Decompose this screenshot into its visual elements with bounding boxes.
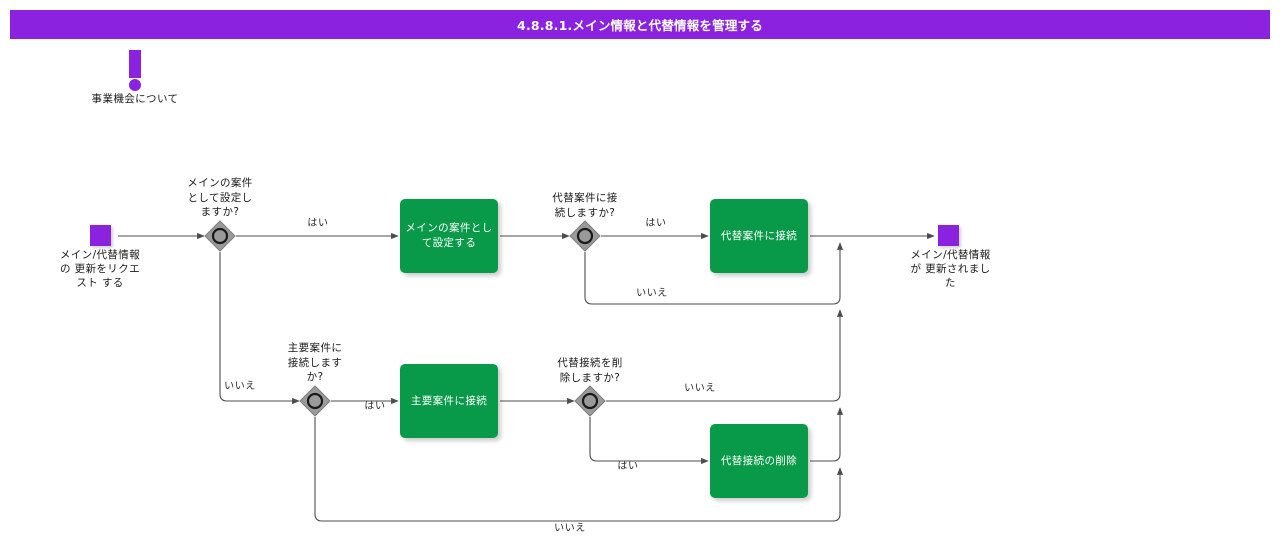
page-title-bar: 4.8.8.1.メイン情報と代替情報を管理する <box>10 10 1270 39</box>
task-connect-alternative-case[interactable]: 代替案件に接続 <box>710 199 808 273</box>
edge-gateway4-yes-to-task4 <box>589 417 709 465</box>
task-connect-primary-case[interactable]: 主要案件に接続 <box>400 364 498 438</box>
gateway-4-inclusive-icon[interactable] <box>573 384 607 418</box>
task-set-as-main-case[interactable]: メインの案件とし て設定する <box>400 199 498 273</box>
end-event-label: メイン/代替情報 が 更新されまし た <box>910 249 991 289</box>
edge-label-gateway1-no: いいえ <box>224 381 256 392</box>
edge-label-gateway4-yes: はい <box>617 461 639 472</box>
edge-task4-merge <box>810 407 844 462</box>
start-event-icon[interactable] <box>90 225 111 246</box>
edge-gateway3-no-merge <box>314 417 844 522</box>
task-4-label: 代替接続の削除 <box>720 454 798 467</box>
end-event-icon[interactable] <box>938 225 959 246</box>
page-title: 4.8.8.1.メイン情報と代替情報を管理する <box>517 18 763 33</box>
edge-label-gateway2-no: いいえ <box>636 288 668 299</box>
edge-label-gateway3-no: いいえ <box>554 523 586 534</box>
edge-label-gateway3-yes: はい <box>364 401 386 412</box>
edge-label-gateway1-yes: はい <box>307 218 329 229</box>
gateway-2-label: 代替案件に接 続しますか? <box>552 192 618 219</box>
task-2-label: 代替案件に接続 <box>720 229 798 242</box>
gateway-4-label: 代替接続を削 除しますか? <box>557 357 623 384</box>
gateway-1-inclusive-icon[interactable] <box>203 219 237 253</box>
gateway-3-inclusive-icon[interactable] <box>298 384 332 418</box>
edge-label-gateway4-no: いいえ <box>684 383 716 394</box>
start-event-label: メイン/代替情報 の 更新をリクエ スト する <box>59 249 141 289</box>
annotation-label: 事業機会について <box>91 93 179 105</box>
gateway-2-inclusive-icon[interactable] <box>568 219 602 253</box>
exclamation-mark-icon <box>129 50 141 91</box>
task-delete-alternative-connection[interactable]: 代替接続の削除 <box>710 424 808 498</box>
edge-label-gateway2-yes: はい <box>645 218 667 229</box>
edge-gateway2-no-merge <box>584 242 844 305</box>
edge-gateway1-no-to-gateway3 <box>219 252 300 405</box>
edge-gateway4-no-merge <box>606 309 844 402</box>
gateway-1-label: メインの案件 として設定し ますか? <box>187 177 253 218</box>
task-1-label: メインの案件とし て設定する <box>405 222 493 249</box>
task-3-label: 主要案件に接続 <box>410 394 488 407</box>
gateway-3-label: 主要案件に 接続します か? <box>287 342 343 383</box>
